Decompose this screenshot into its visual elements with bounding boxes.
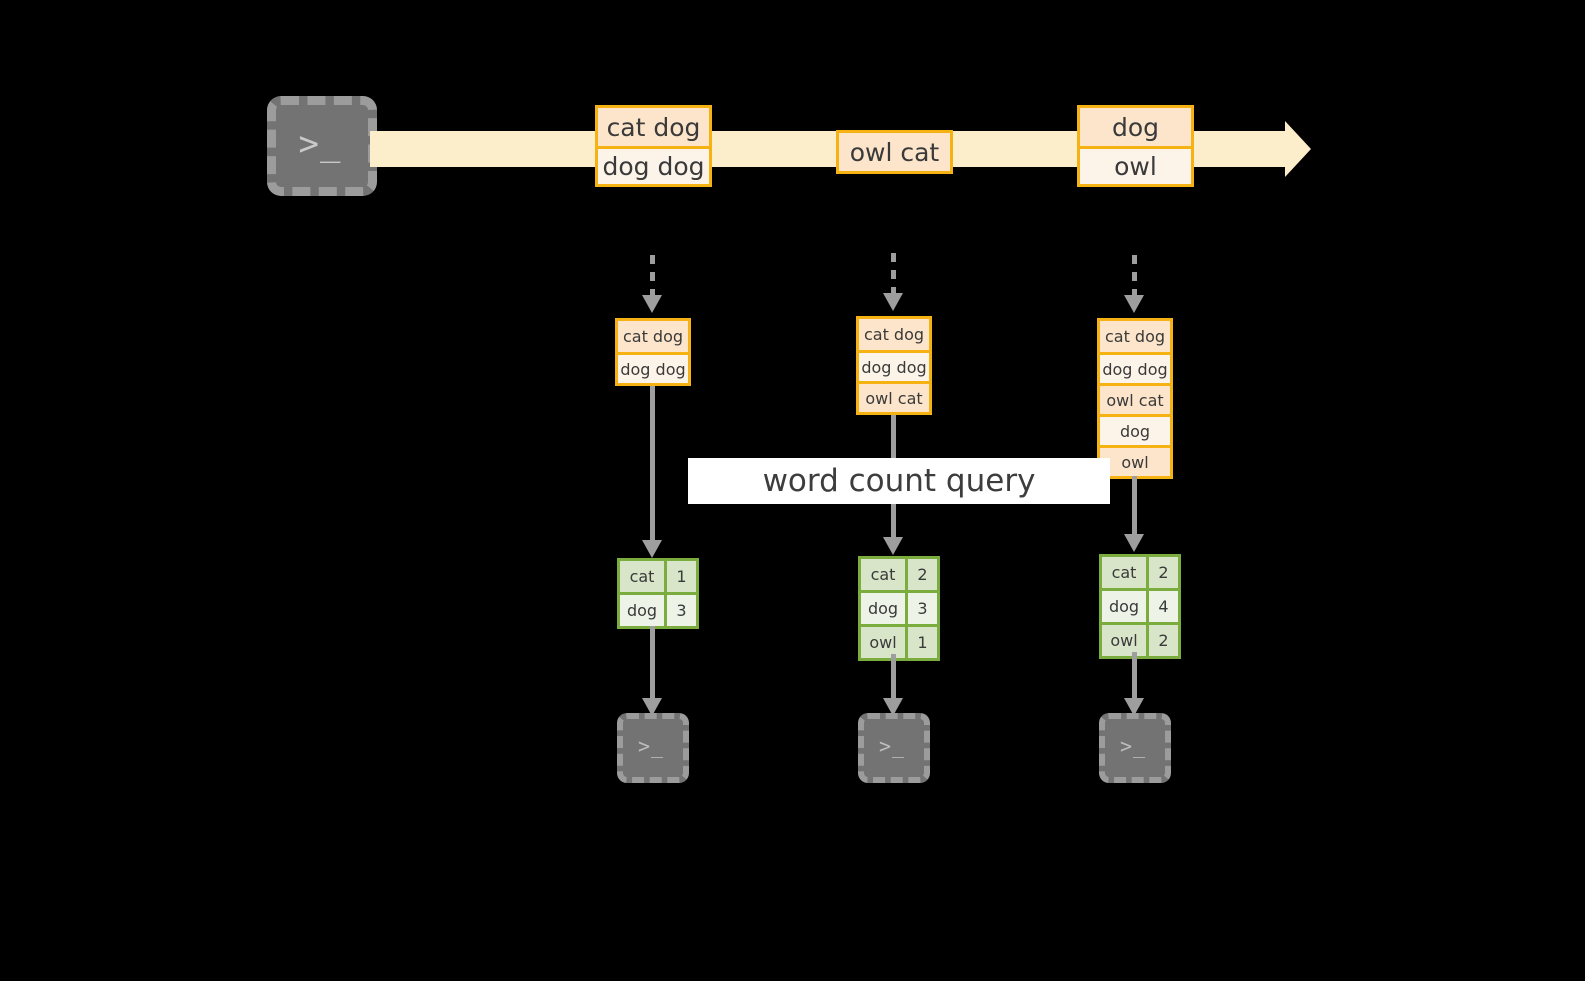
sink-connector-arrowhead [1124,698,1144,716]
terminal-prompt-glyph: >_ [637,734,665,758]
result-row: cat 1 [620,561,696,592]
result-count: 3 [676,601,687,620]
stream-event-line: dog dog [598,146,709,184]
result-word: owl [1102,625,1149,656]
stream-event-line: dog [1080,108,1191,146]
input-table-line: dog dog [618,352,688,383]
result-count: 2 [1158,563,1169,582]
trigger-connector-dashed [891,253,896,295]
input-table-line: owl cat [859,381,929,412]
result-row: cat 2 [861,559,937,590]
result-table-trigger-1: cat 1 dog 3 [617,558,699,629]
stream-event-line: owl [1080,146,1191,184]
result-table-trigger-3: cat 2 dog 4 owl 2 [1099,554,1181,659]
stream-event-line: owl cat [839,133,950,171]
result-row: owl 2 [1102,622,1178,656]
sink-connector-line [1132,652,1137,702]
input-table-line: cat dog [618,321,688,352]
result-table-trigger-2: cat 2 dog 3 owl 1 [858,556,940,661]
query-banner-label: word count query [762,463,1036,499]
input-table-line: dog [1100,414,1170,445]
query-connector-arrowhead [642,540,662,558]
sink-connector-line [650,626,655,702]
result-row: dog 3 [620,592,696,626]
input-table-line: owl [1100,445,1170,476]
terminal-prompt-glyph: >_ [298,124,342,164]
input-table-trigger-2: cat dog dog dog owl cat [856,316,932,415]
query-connector-line [1132,476,1137,538]
input-table-line: dog dog [1100,352,1170,383]
query-connector-arrowhead [883,537,903,555]
result-word: owl [861,627,908,658]
input-table-trigger-1: cat dog dog dog [615,318,691,386]
stream-arrow-head [1285,121,1311,177]
trigger-connector-arrowhead [883,293,903,311]
result-word: cat [620,561,667,592]
trigger-connector-arrowhead [642,295,662,313]
stream-event-batch-3: dog owl [1077,105,1194,187]
result-count: 3 [917,599,928,618]
stream-event-line: cat dog [598,108,709,146]
sink-terminal-icon-1: >_ [617,713,689,783]
result-word: dog [620,595,667,626]
input-table-line: cat dog [859,319,929,350]
input-table-line: owl cat [1100,383,1170,414]
result-count: 1 [917,633,928,652]
query-connector-arrowhead [1124,534,1144,552]
result-word: cat [1102,557,1149,588]
input-table-line: cat dog [1100,321,1170,352]
result-count: 2 [1158,631,1169,650]
terminal-prompt-glyph: >_ [878,734,906,758]
trigger-connector-dashed [1132,255,1137,297]
result-count: 4 [1158,597,1169,616]
stream-event-batch-1: cat dog dog dog [595,105,712,187]
result-row: cat 2 [1102,557,1178,588]
sink-connector-arrowhead [883,698,903,716]
sink-connector-arrowhead [642,698,662,716]
source-terminal-icon: >_ [267,96,377,196]
query-banner: word count query [688,458,1110,504]
result-row: dog 4 [1102,588,1178,622]
result-count: 1 [676,567,687,586]
terminal-prompt-glyph: >_ [1119,734,1147,758]
input-table-trigger-3: cat dog dog dog owl cat dog owl [1097,318,1173,479]
sink-terminal-icon-3: >_ [1099,713,1171,783]
result-word: dog [861,593,908,624]
trigger-connector-dashed [650,255,655,297]
result-row: owl 1 [861,624,937,658]
input-table-line: dog dog [859,350,929,381]
sink-connector-line [891,654,896,702]
trigger-connector-arrowhead [1124,295,1144,313]
sink-terminal-icon-2: >_ [858,713,930,783]
result-word: cat [861,559,908,590]
result-word: dog [1102,591,1149,622]
query-connector-line [650,386,655,544]
stream-event-batch-2: owl cat [836,130,953,174]
result-count: 2 [917,565,928,584]
result-row: dog 3 [861,590,937,624]
